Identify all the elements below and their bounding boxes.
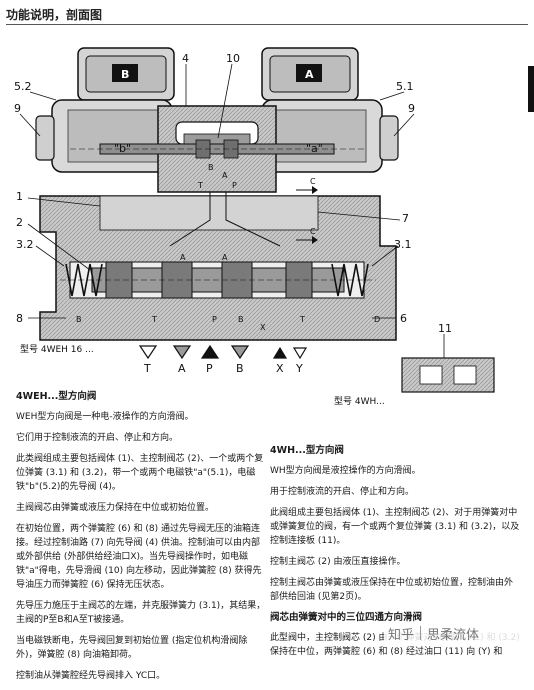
callout-9-left: 9 <box>14 102 21 115</box>
left-connector-plug <box>77 47 175 101</box>
section-heading: 4WH...型方向阀 <box>270 445 344 456</box>
callout-5-1: 5.1 <box>396 80 414 93</box>
text-column-left: 4WEH...型方向阀 WEH型方向阀是一种电-液操作的方向滑阀。 它们用于控制… <box>16 390 266 690</box>
pilot-port-a: A <box>222 171 228 180</box>
chamber-label: A <box>180 253 186 262</box>
chamber-label: A <box>222 253 228 262</box>
paragraph: 控制主阀芯 (2) 由液压直接操作。 <box>270 557 406 567</box>
paragraph: WEH型方向阀是一种电-液操作的方向滑阀。 <box>16 412 194 422</box>
magnet-right-label: "a" <box>306 142 323 155</box>
chamber-label: T <box>299 315 305 324</box>
solenoid-b-coil <box>35 99 173 173</box>
section-c-marker <box>296 186 318 244</box>
callout-2: 2 <box>16 216 23 229</box>
section-heading: 阀芯由弹簧对中的三位四通方向滑阀 <box>270 612 423 623</box>
callout-1: 1 <box>16 190 23 203</box>
section-c-top: C <box>310 177 316 186</box>
section-c-bottom: C <box>310 227 316 236</box>
port-label-b: B <box>236 362 244 375</box>
page-title: 功能说明，剖面图 <box>6 8 103 22</box>
port-label-a: A <box>178 362 186 375</box>
pilot-port-t: T <box>197 181 203 190</box>
section-tab-marker <box>528 66 534 112</box>
callout-6: 6 <box>400 312 407 325</box>
solenoid-left-letter: B <box>121 68 129 81</box>
chamber-label: D <box>374 315 380 324</box>
chamber-label: T <box>151 315 157 324</box>
paragraph: 用于控制液流的开启、停止和方向。 <box>270 487 415 497</box>
paragraph: 控制主阀芯由弹簧或液压保持在中位或初始位置，控制油由外部供给回油 (见第2页)。 <box>270 578 514 602</box>
right-connector-plug <box>261 47 359 101</box>
port-symbols <box>138 344 308 360</box>
x-channel-label: X <box>260 323 266 332</box>
watermark-divider <box>420 626 422 640</box>
chamber-label: P <box>212 315 217 324</box>
callout-8: 8 <box>16 312 23 325</box>
watermark-platform: 知乎 <box>388 627 415 643</box>
main-spool <box>60 261 376 299</box>
paragraph: WH型方向阀是液控操作的方向滑阀。 <box>270 466 421 476</box>
callout-9-right: 9 <box>408 102 415 115</box>
pilot-port-p: P <box>232 181 237 190</box>
paragraph: 此类阀组成主要包括阀体 (1)、主控制阀芯 (2)、一个或两个复位弹簧 (3.1… <box>16 454 264 492</box>
paragraph: 先导压力施压于主阀芯的左端，并克服弹簧力 (3.1)，其结果，主阀的P至B和A至… <box>16 601 266 625</box>
paragraph: 当电磁铁断电，先导阀回复到初始位置 (指定位机构滑阀除外)，弹簧腔 (8) 向油… <box>16 636 248 660</box>
callout-5-2: 5.2 <box>14 80 32 93</box>
port-label-t: T <box>143 362 151 375</box>
spring-left <box>65 263 103 297</box>
paragraph: 控制油从弹簧腔经先导阀排入 YC口。 <box>16 671 166 681</box>
callout-10: 10 <box>226 52 240 65</box>
watermark-author: 思柔流体 <box>427 627 480 643</box>
paragraph: 在初始位置，两个弹簧腔 (6) 和 (8) 通过先导阀无压的油箱连接。经过控制油… <box>16 524 262 590</box>
chamber-label: B <box>76 315 82 324</box>
callout-4: 4 <box>182 52 189 65</box>
callout-3-2: 3.2 <box>16 238 34 251</box>
solenoid-a-coil <box>261 99 399 173</box>
callout-11: 11 <box>438 322 452 335</box>
pilot-spool <box>70 139 366 159</box>
chamber-label: B <box>238 315 244 324</box>
paragraph: 主阀阀芯由弹簧或液压力保持在中位或初始位置。 <box>16 503 215 513</box>
callout-leaders <box>19 63 415 319</box>
pilot-port-b: B <box>208 163 214 172</box>
magnet-left-label: "b" <box>114 142 131 155</box>
paragraph: 此阀组成主要包括阀体 (1)、主控制阀芯 (2)、对于用弹簧对中或弹簧复位的阀，… <box>270 508 520 546</box>
port-label-x: X <box>276 362 284 375</box>
control-cover-detail <box>401 334 495 393</box>
solenoid-right-letter: A <box>305 68 314 81</box>
port-label-y: Y <box>295 362 303 375</box>
spring-right <box>331 263 369 297</box>
type-label-main: 型号 4WEH 16 ... <box>20 344 94 355</box>
port-label-p: P <box>206 362 213 375</box>
section-heading: 4WEH...型方向阀 <box>16 391 97 402</box>
callout-7: 7 <box>402 212 409 225</box>
type-label-detail: 型号 4WH... <box>334 396 385 407</box>
watermark: 知乎 思柔流体 <box>384 622 532 644</box>
valve-cross-section-diagram: B A "b" "a" B A T P <box>14 47 495 407</box>
header-divider <box>6 24 528 25</box>
callout-3-1: 3.1 <box>394 238 412 251</box>
paragraph: 它们用于控制液流的开启、停止和方向。 <box>16 433 179 443</box>
